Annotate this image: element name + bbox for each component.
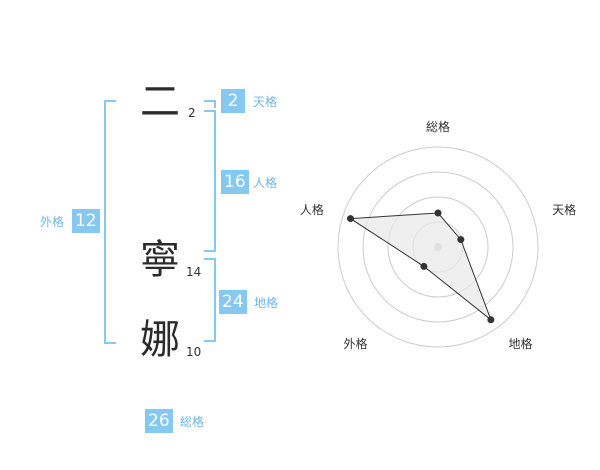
radar-axis-label-5: 人格 <box>300 202 324 217</box>
radar-axis-label-3: 地格 <box>509 336 533 351</box>
radar-point-5 <box>347 215 355 223</box>
radar-axis-label-4: 外格 <box>343 336 367 351</box>
gaikaku-bracket <box>104 100 116 344</box>
tenkaku-value: 2 <box>221 89 245 113</box>
name-char-2: 寧 <box>140 237 180 283</box>
radar-axis-label-1: 総格 <box>426 119 450 134</box>
tenkaku-bracket <box>204 100 216 108</box>
radar-grid-ring <box>337 146 539 348</box>
radar-point-1 <box>434 209 442 217</box>
radar-axis-label-2: 天格 <box>552 202 576 217</box>
chikaku-value: 24 <box>219 290 247 314</box>
jinkaku-bracket <box>204 110 216 252</box>
gaikaku-value: 12 <box>72 209 100 233</box>
name-char-1: 二 <box>140 79 180 125</box>
jinkaku-value: 16 <box>221 170 249 194</box>
name-char-3: 娜 <box>140 317 180 363</box>
radar-point-2 <box>457 236 465 244</box>
soukaku-label: 総格 <box>180 415 205 429</box>
stroke-count-3: 10 <box>186 345 202 359</box>
soukaku-value: 26 <box>145 409 173 433</box>
tenkaku-label: 天格 <box>253 95 278 109</box>
radar-grid-ring <box>362 171 514 323</box>
chikaku-label: 地格 <box>254 296 279 310</box>
radar-point-3 <box>487 316 495 324</box>
stroke-count-1: 2 <box>188 106 196 120</box>
chikaku-bracket <box>204 258 216 342</box>
radar-grid-ring <box>387 196 489 298</box>
radar-data-area <box>348 212 493 322</box>
jinkaku-label: 人格 <box>253 176 278 190</box>
stroke-count-2: 14 <box>186 265 202 279</box>
radar-point-4 <box>420 262 428 270</box>
gaikaku-label: 外格 <box>40 215 65 229</box>
